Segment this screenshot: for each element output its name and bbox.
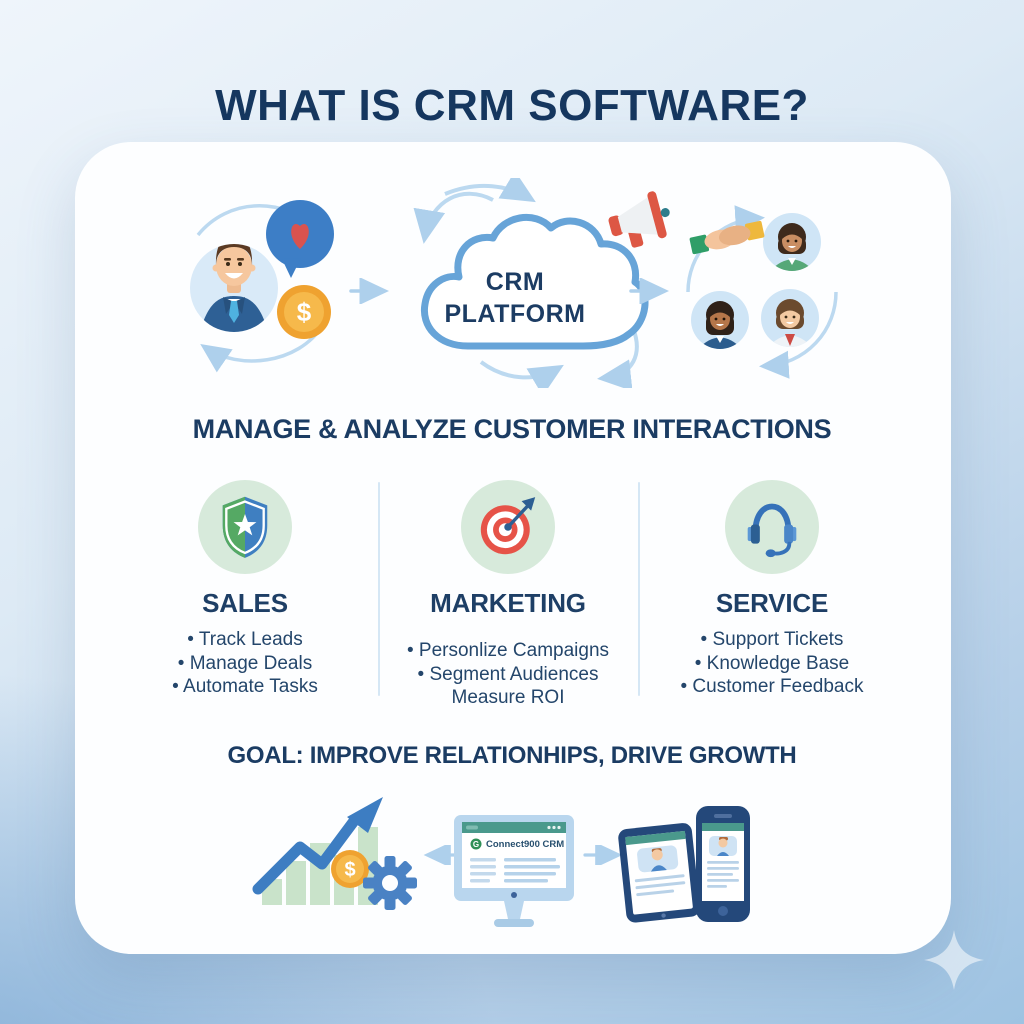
list-item: • Customer Feedback [680,676,864,697]
goal-heading: GOAL: IMPROVE RELATIONHIPS, DRIVE GROWTH [227,742,797,769]
platform-label-line1: CRM [486,268,544,296]
crm-cloud-icon: CRM PLATFORM [413,178,670,388]
megaphone-icon [608,191,670,248]
crm-monitor-icon: G Connect900 CRM [454,815,574,927]
dollar-coin-icon: $ [277,285,331,339]
headset-icon [725,480,819,574]
section-heading: MANAGE & ANALYZE CUSTOMER INTERACTIONS [192,414,832,444]
pillar-list-sales: • Track Leads • Manage Deals • Automate … [172,628,318,699]
target-icon [461,480,555,574]
sparkle-icon [924,930,984,990]
customers-group-icon [686,205,838,379]
flow-arrow-right-icon [629,278,669,304]
gear-icon [363,856,417,910]
chat-heart-icon [266,200,334,278]
customer-woman-3-icon [761,289,819,347]
handshake-icon [689,220,765,255]
column-divider [378,482,380,696]
customer-woman-2-icon [691,291,749,349]
column-divider [638,482,640,696]
phone-icon [696,806,750,922]
svg-text:$: $ [344,859,355,881]
flow-arrow-right-icon [583,845,623,865]
list-item: • Automate Tasks [172,676,318,697]
pillar-service: SERVICE • Support Tickets • Knowledge Ba… [648,480,896,699]
dollar-coin-icon: $ [331,850,369,888]
customer-woman-1-icon [763,213,821,271]
customer-avatar-icon: $ [190,200,334,373]
svg-text:$: $ [297,297,312,327]
pillar-list-service: • Support Tickets • Knowledge Base • Cus… [680,628,863,699]
pillar-title-sales: SALES [202,588,288,618]
list-item: • Support Tickets [700,629,844,650]
list-item: • Segment Audiences [417,663,599,685]
pillar-title-service: SERVICE [715,588,829,618]
shield-icon [198,480,292,574]
pillar-marketing: MARKETING • Personlize Campaigns • Segme… [385,480,631,710]
pillar-list-marketing: • Personlize Campaigns • Segment Audienc… [407,639,609,710]
platform-label-line2: PLATFORM [444,300,585,328]
pillar-title-marketing: MARKETING [430,588,586,618]
flow-arrow-right-icon [349,278,389,304]
list-item: • Knowledge Base [694,652,850,674]
list-item: • Personlize Campaigns [406,640,610,661]
list-item: • Track Leads [187,629,303,650]
pillar-sales: SALES • Track Leads • Manage Deals • Aut… [130,480,360,699]
list-item: Measure ROI [451,687,565,708]
tablet-icon [618,823,700,923]
list-item: • Manage Deals [177,652,313,674]
growth-chart-icon: $ [252,797,417,910]
mobile-devices-icon [618,806,750,923]
monitor-brand-text: Connect900 CRM [486,839,564,850]
page-title: WHAT IS CRM SOFTWARE? [215,81,809,131]
monitor-logo: G [473,840,479,849]
